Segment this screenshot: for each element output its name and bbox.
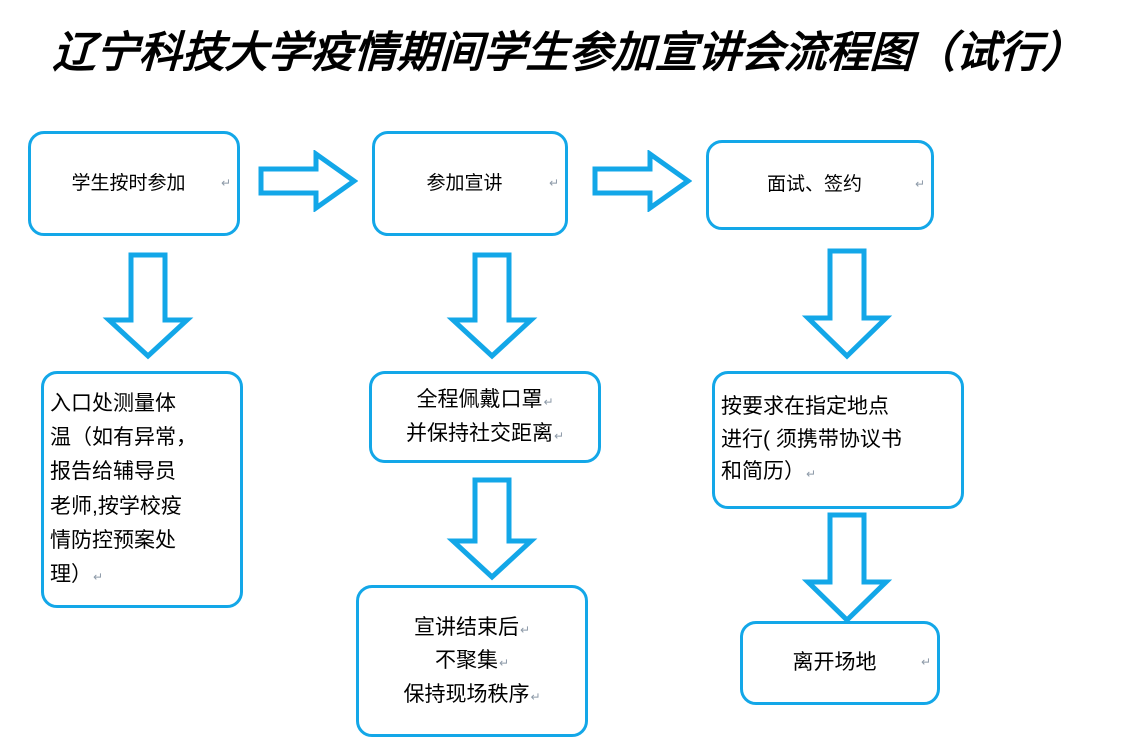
arrow-down-icon-mask-to-after-session [446,477,538,581]
node-line: 老师,按学校疫 [50,494,182,518]
node-after-session-order[interactable]: 宣讲结束后↵ 不聚集↵ 保持现场秩序↵ [356,585,588,737]
node-line: 全程佩戴口罩↵ [416,388,554,412]
node-line: 学生按时参加 [71,172,186,194]
arrow-down-icon-session-to-mask [446,252,538,360]
node-line: 保持现场秩序↵ [403,682,541,706]
node-line-last: 理）↵ [50,562,104,586]
pilcrow-mark: ↵ [543,395,554,410]
node-line: 入口处测量体 [50,392,176,416]
pilcrow-mark: ↵ [519,622,531,637]
node-line: 情防控预案处 [50,528,176,552]
node-line: 不聚集↵ [434,649,510,673]
node-line: 进行( 须携带协议书 [721,427,902,451]
node-line: 离开场地 [792,650,877,674]
node-designated-location[interactable]: 按要求在指定地点 进行( 须携带协议书 和简历）↵ [712,371,964,509]
node-interview-sign-contract[interactable]: 面试、签约 ↵ [706,140,934,230]
pilcrow-mark: ↵ [93,569,104,584]
node-leave-venue[interactable]: 离开场地 ↵ [740,621,940,705]
arrow-down-icon-interview-to-location [801,248,893,360]
pilcrow-mark: ↵ [498,656,510,671]
pilcrow-mark: ↵ [553,429,565,443]
pilcrow-mark: ↵ [548,175,559,190]
node-line-last: 和简历）↵ [721,460,817,484]
arrow-right-icon-attend-to-session [258,150,358,212]
arrow-right-icon-session-to-interview [592,150,692,212]
arrow-down-icon-location-to-leave [801,512,893,624]
node-wear-mask-distance[interactable]: 全程佩戴口罩↵ 并保持社交距离↵ [369,371,601,463]
node-line: 面试、签约 [766,174,862,196]
node-temperature-check[interactable]: 入口处测量体 温（如有异常， 报告给辅导员 老师,按学校疫 情防控预案处 理）↵ [41,371,243,608]
arrow-down-icon-attend-to-temperature [102,252,194,360]
node-join-session[interactable]: 参加宣讲 ↵ [372,131,568,236]
node-line: 参加宣讲 [426,172,503,194]
node-line: 宣讲结束后↵ [413,615,531,639]
pilcrow-mark: ↵ [914,177,925,192]
node-line: 温（如有异常， [50,426,197,450]
pilcrow-mark: ↵ [806,467,817,482]
node-line: 报告给辅导员 [50,460,176,484]
pilcrow-mark: ↵ [920,655,931,670]
node-student-attend-on-time[interactable]: 学生按时参加 ↵ [28,131,240,236]
node-line: 按要求在指定地点 [721,395,889,419]
node-line: 并保持社交距离↵ [405,422,565,445]
pilcrow-mark: ↵ [530,689,541,704]
pilcrow-mark: ↵ [220,175,231,190]
